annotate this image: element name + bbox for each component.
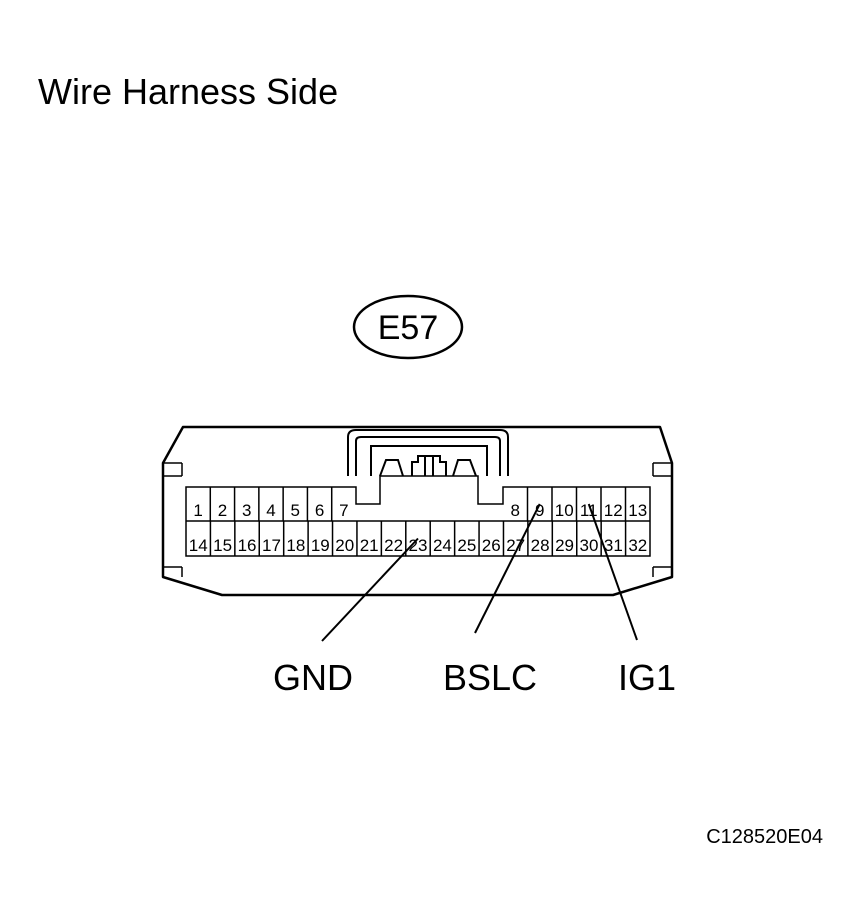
connector-latch: [347, 429, 509, 477]
pin-cell: 7: [330, 487, 349, 521]
pin-cell: 13: [624, 487, 647, 521]
connector-id: E57: [378, 309, 439, 347]
pin-number: 22: [384, 536, 403, 555]
pin-number: 31: [604, 536, 623, 555]
pin-number: 28: [531, 536, 550, 555]
pin-number: 30: [579, 536, 598, 555]
pin-number: 11: [580, 501, 598, 520]
pin-cell: 8: [511, 501, 520, 520]
pin-cell: 1: [193, 501, 202, 520]
pin-cell: 23: [405, 521, 428, 556]
pin-number: 6: [315, 501, 324, 520]
pin-label-ig1: IG1: [618, 657, 676, 698]
pin-cell: 19: [307, 521, 330, 556]
pin-number: 7: [339, 501, 348, 520]
pin-cell: 24: [429, 521, 452, 556]
pin-cell: 3: [233, 487, 251, 521]
pin-cell: 25: [453, 521, 476, 556]
pin-cell: 26: [478, 521, 501, 556]
pin-cell: 2: [209, 487, 227, 521]
pin-number: 10: [555, 501, 574, 520]
pin-number: 13: [628, 501, 647, 520]
pin-number: 15: [213, 536, 232, 555]
pin-cell: 21: [356, 521, 379, 556]
pin-cell: 22: [380, 521, 403, 556]
pin-number: 17: [262, 536, 281, 555]
pin-grid: [185, 475, 651, 557]
pin-cell: 5: [282, 487, 300, 521]
pin-number: 29: [555, 536, 574, 555]
pin-cell: 11: [575, 487, 598, 521]
pin-number: 32: [628, 536, 647, 555]
leader-line-ig1: [587, 503, 638, 641]
pin-number: 26: [482, 536, 501, 555]
connector-id-badge: E57: [352, 294, 464, 360]
leader-lines: [321, 503, 638, 642]
pin-number: 18: [286, 536, 305, 555]
pin-cell: 10: [551, 487, 574, 521]
pin-number: 2: [218, 501, 227, 520]
leader-line-bslc: [474, 503, 541, 634]
pin-number: 9: [535, 501, 544, 520]
pin-number: 8: [511, 501, 520, 520]
pin-number: 12: [604, 501, 623, 520]
pin-cell: 16: [234, 521, 257, 556]
pin-number: 20: [335, 536, 354, 555]
pin-cell: 15: [209, 521, 232, 556]
pin-number: 14: [189, 536, 208, 555]
pin-cell: 6: [306, 487, 324, 521]
pin-number: 23: [409, 536, 428, 555]
pin-cell: 32: [624, 521, 647, 556]
pin-label-bslc: BSLC: [443, 657, 537, 698]
pin-number: 1: [193, 501, 202, 520]
pin-label-gnd: GND: [273, 657, 353, 698]
connector-housing: [161, 425, 674, 597]
figure-code: C128520E04: [706, 826, 823, 848]
pin-number: 24: [433, 536, 452, 555]
pin-cell: 20: [331, 521, 354, 556]
pin-number: 19: [311, 536, 330, 555]
leader-line-gnd: [321, 537, 419, 642]
pin-number: 4: [266, 501, 275, 520]
pin-number: 3: [242, 501, 251, 520]
pin-number: 16: [238, 536, 257, 555]
pin-number: 21: [360, 536, 379, 555]
pin-cell: 4: [258, 487, 276, 521]
pin-cell: 14: [189, 536, 208, 555]
pin-cell: 28: [527, 521, 550, 556]
pin-cell: 18: [282, 521, 305, 556]
pin-cell: 17: [258, 521, 281, 556]
diagram-title: Wire Harness Side: [38, 71, 338, 112]
pin-cell: 30: [575, 521, 598, 556]
pin-number: 25: [457, 536, 476, 555]
pin-number: 5: [291, 501, 300, 520]
pin-cell: 29: [551, 521, 574, 556]
pin-cell: 12: [600, 487, 623, 521]
pin-cell: 9: [526, 487, 544, 521]
